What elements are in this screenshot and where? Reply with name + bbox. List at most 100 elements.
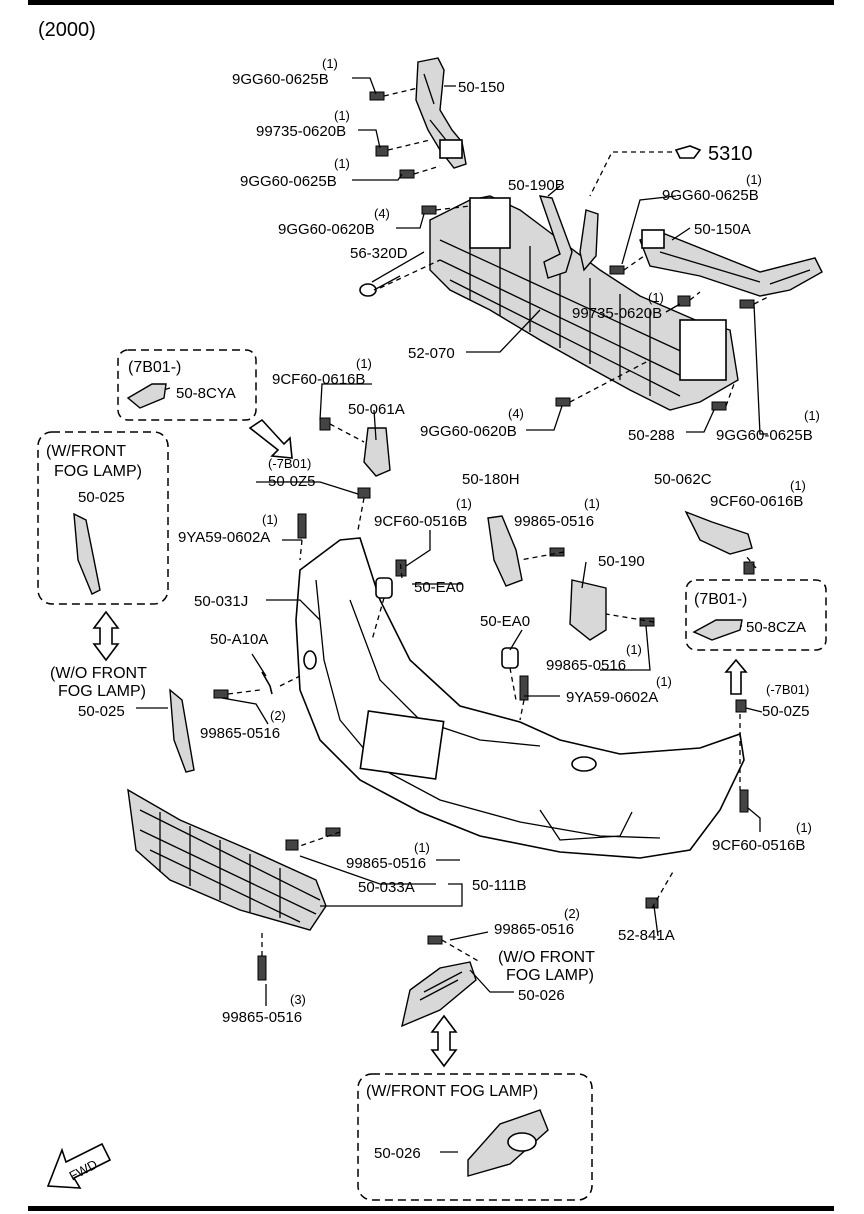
box-7b01-right (685, 579, 827, 651)
qty-99865-0516-d: (1) (414, 840, 430, 855)
label-5310: 5310 (708, 143, 753, 165)
bracket-50-061a (363, 427, 391, 477)
label-50-031j: 50-031J (194, 593, 248, 610)
box-7b01-left (117, 349, 257, 421)
label-50-180h: 50-180H (462, 471, 520, 488)
box-w-front-fog-left-line1: (W/FRONT (46, 443, 126, 460)
box-7b01-right-title: (7B01-) (694, 591, 747, 608)
label-50-062c: 50-062C (654, 471, 712, 488)
label-50-288: 50-288 (628, 427, 675, 444)
grille-50-111b (127, 788, 327, 931)
label-9gg60-0625b-top: 9GG60-0625B (232, 71, 329, 88)
label-99735-0620b-top: 99735-0620B (256, 123, 346, 140)
box-w-front-fog-left-line2: FOG LAMP) (54, 463, 142, 480)
part-50-8cza (692, 619, 743, 641)
qty-9gg60-0625b-br: (1) (804, 408, 820, 423)
arrow-fog-bottom (430, 1014, 458, 1068)
label-50-a10a: 50-A10A (210, 631, 268, 648)
label-9gg60-0620b-mid: 9GG60-0620B (420, 423, 517, 440)
box-7b01-left-title: (7B01-) (128, 359, 181, 376)
note-wo-front-fog-left-line1: (W/O FRONT (50, 665, 147, 682)
part-5310 (674, 145, 702, 159)
arrow-fog-left (92, 610, 120, 662)
tow-hook-56-320d (359, 275, 401, 297)
label-50-026-wo: 50-026 (518, 987, 565, 1004)
qty-9cf60-0516b-mid: (1) (456, 496, 472, 511)
bracket-50-190 (569, 579, 607, 641)
bottom-rule (28, 1206, 834, 1211)
qty-9ya59-0602a-left: (1) (262, 512, 278, 527)
label-50-025-wo: 50-025 (78, 703, 125, 720)
fog-cover-50-026-wo (401, 961, 477, 1028)
label-50-111b: 50-111B (472, 877, 527, 894)
part-50-8cya (126, 383, 167, 409)
qty-9cf60-0616b-left: (1) (356, 356, 372, 371)
box-w-front-fog-left (37, 431, 169, 605)
label-99865-0516-e: 99865-0516 (494, 921, 574, 938)
qty-9gg60-0625b-2: (1) (334, 156, 350, 171)
bumper-fascia-50-031j (295, 537, 745, 859)
box-w-front-fog-bottom-title: (W/FRONT FOG LAMP) (366, 1083, 538, 1100)
arrow-box-left (248, 418, 293, 459)
bracket-50-150 (415, 57, 467, 169)
label-52-841a: 52-841A (618, 927, 675, 944)
reinforcement-52-070 (429, 195, 739, 411)
label-50-8cya: 50-8CYA (176, 385, 236, 402)
label-99865-0516-c: 99865-0516 (200, 725, 280, 742)
fwd-arrow-icon: FWD (46, 1142, 112, 1189)
arrow-7b01-right (724, 658, 748, 695)
label-9cf60-0616b-left: 9CF60-0616B (272, 371, 365, 388)
label-9cf60-0516b-right: 9CF60-0516B (712, 837, 805, 854)
note-wo-front-fog-mid-line1: (W/O FRONT (498, 949, 595, 966)
top-rule (28, 0, 834, 5)
note-wo-front-fog-left-line2: FOG LAMP) (58, 683, 146, 700)
label-9ya59-0602a-mid: 9YA59-0602A (566, 689, 658, 706)
qty-99865-0516-e: (2) (564, 906, 580, 921)
qty-9cf60-0516b-right: (1) (796, 820, 812, 835)
label-minus-7b01-left: (-7B01) (268, 456, 311, 471)
bracket-50-150a (639, 229, 823, 297)
label-9cf60-0516b-mid: 9CF60-0516B (374, 513, 467, 530)
label-99865-0516-d: 99865-0516 (346, 855, 426, 872)
qty-9cf60-0616b-right: (1) (790, 478, 806, 493)
label-9gg60-0620b-top: 9GG60-0620B (278, 221, 375, 238)
label-50-0z5-left: 50-0Z5 (268, 473, 316, 490)
stay-50-190b (538, 195, 599, 279)
label-9gg60-0625b-2: 9GG60-0625B (240, 173, 337, 190)
label-9ya59-0602a-left: 9YA59-0602A (178, 529, 270, 546)
year-code: (2000) (38, 19, 96, 41)
label-50-0z5-right: 50-0Z5 (762, 703, 810, 720)
label-9gg60-0625b-br: 9GG60-0625B (716, 427, 813, 444)
qty-99865-0516-b: (1) (626, 642, 642, 657)
fog-cover-50-025-w (73, 512, 101, 595)
bracket-50-062c (684, 510, 753, 555)
qty-99735-0620b-mid: (1) (648, 290, 664, 305)
label-99865-0516-b: 99865-0516 (546, 657, 626, 674)
label-50-025-box: 50-025 (78, 489, 125, 506)
qty-9gg60-0620b-top: (4) (374, 206, 390, 221)
qty-9gg60-0620b-mid: (4) (508, 406, 524, 421)
assembly-lines (227, 87, 771, 963)
label-50-190: 50-190 (598, 553, 645, 570)
box-w-front-fog-bottom (357, 1073, 593, 1201)
label-9gg60-0625b-right: 9GG60-0625B (662, 187, 759, 204)
label-50-061a: 50-061A (348, 401, 405, 418)
qty-99865-0516-a: (1) (584, 496, 600, 511)
label-99865-0516-a: 99865-0516 (514, 513, 594, 530)
label-99735-0620b-mid: 99735-0620B (572, 305, 662, 322)
label-56-320d: 56-320D (350, 245, 408, 262)
qty-99865-0516-f: (3) (290, 992, 306, 1007)
fog-cover-50-025-wo (169, 688, 195, 773)
label-50-ea0-mid: 50-EA0 (480, 613, 530, 630)
label-50-190b: 50-190B (508, 177, 565, 194)
qty-9gg60-0625b-top: (1) (322, 56, 338, 71)
label-50-ea0-left: 50-EA0 (414, 579, 464, 596)
qty-50-0z5-right: (-7B01) (766, 682, 809, 697)
fog-cover-50-026-w (467, 1109, 549, 1177)
qty-9ya59-0602a-mid: (1) (656, 674, 672, 689)
callout-labels: (1) 9GG60-0625B 50-150 (1) 99735-0620B (… (46, 56, 820, 1162)
note-wo-front-fog-mid-line2: FOG LAMP) (506, 967, 594, 984)
qty-9gg60-0625b-right: (1) (746, 172, 762, 187)
label-50-033a: 50-033A (358, 879, 415, 896)
